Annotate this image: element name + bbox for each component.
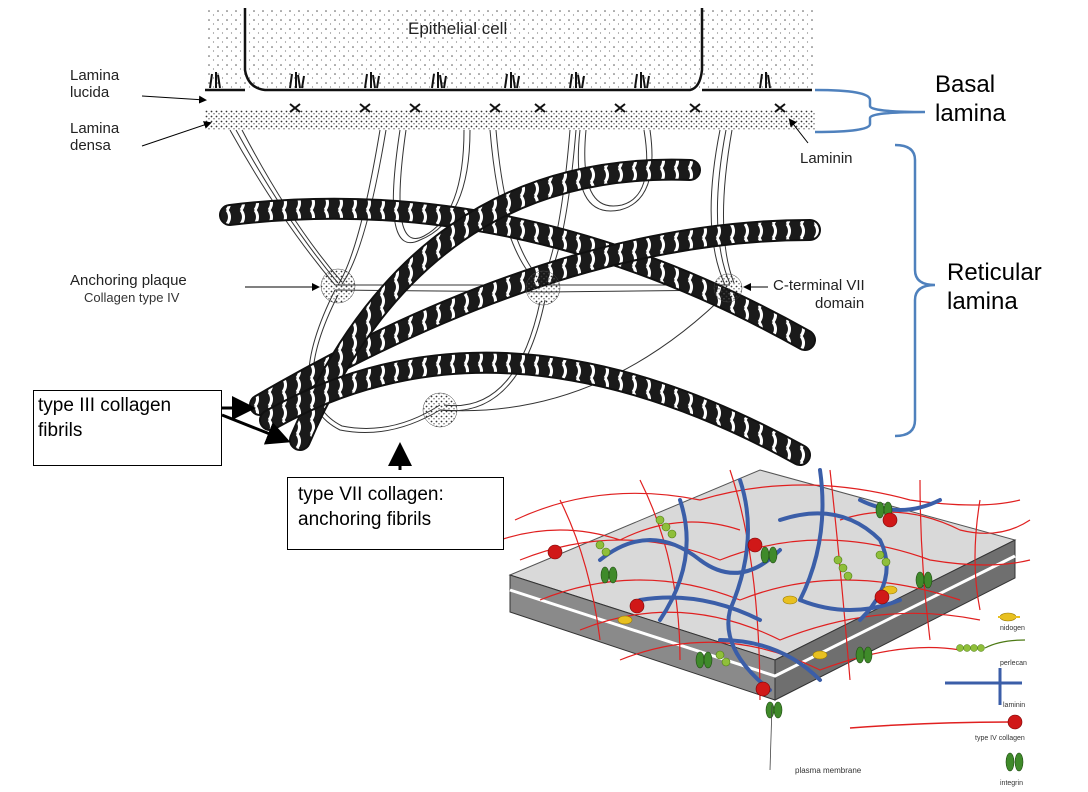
basal-lamina-label: Basal lamina [935,70,1006,128]
integrin-molecules [600,501,933,719]
label-lamina-densa-1: Lamina [70,120,120,137]
type-iii-line-1: type III collagen [38,395,172,416]
reticular-lamina-line-1: Reticular [947,259,1042,286]
cell-membrane [243,8,704,92]
label-anchoring-plaque: Anchoring plaque [70,272,187,289]
label-collagen-type-iv: Collagen type IV [84,290,180,305]
hemidesmosomes [209,72,771,89]
type-iii-collagen-callout: type III collagen fibrils [33,390,222,466]
anchoring-diagram: Epithelial cell Lamina lucida Lamina den… [70,8,865,466]
basal-lamina-3d-diagram: plasma membrane [499,468,1031,775]
legend-laminin-label: laminin [1003,702,1025,709]
basal-lamina-bracket [814,88,926,134]
legend-nidogen-label: nidogen [1000,625,1025,632]
collagen-iv-heads [547,512,898,697]
basal-lamina-line-1: Basal [935,71,996,98]
legend-integrin: integrin [1000,752,1024,787]
legend-integrin-label: integrin [1000,780,1023,787]
legend-collagen-iv: type IV collagen [849,714,1025,742]
label-c-terminal-vii: C-terminal VII [773,277,865,294]
arrow-to-fibril-b [221,413,291,445]
label-epithelial-cell: Epithelial cell [408,19,507,38]
callout-arrows [221,396,412,470]
reticular-lamina-line-2: lamina [947,288,1018,315]
legend-perlecan: perlecan [956,639,1027,667]
legend-nidogen: nidogen [998,612,1025,632]
legend-collagen-iv-label: type IV collagen [975,735,1025,742]
label-lamina-lucida-2: lucida [70,84,110,101]
leader-lamina-lucida [141,95,207,104]
label-plasma-membrane: plasma membrane [795,766,862,775]
reticular-lamina-label: Reticular lamina [947,258,1042,316]
basal-lamina-line-2: lamina [935,100,1006,127]
label-lamina-lucida-1: Lamina [70,67,120,84]
legend-laminin: laminin [945,668,1025,709]
label-laminin: Laminin [800,150,853,167]
laminin-crosses [289,103,786,113]
type-vii-line-1: type VII collagen: [298,484,444,505]
molecule-legend: nidogen perlecan laminin type IV collage… [849,612,1027,787]
leader-lamina-densa [141,121,212,147]
type-vii-line-2: anchoring fibrils [298,509,432,530]
legend-perlecan-label: perlecan [1000,660,1027,667]
anchoring-plaques [320,268,743,428]
type-vii-collagen-callout: type VII collagen: anchoring fibrils [287,477,504,550]
perlecan-chains [595,515,891,667]
plasma-membrane-right [774,539,1016,701]
type-iii-line-2: fibrils [38,420,83,441]
leader-laminin [788,118,809,144]
reticular-lamina-bracket [894,143,936,438]
leader-plasma-membrane [769,704,773,771]
annotation-brackets [814,88,936,438]
label-c-terminal-domain: domain [815,295,864,312]
laminin-network [598,468,942,692]
label-lamina-densa-2: densa [70,137,112,154]
lamina-densa-band [205,110,815,130]
